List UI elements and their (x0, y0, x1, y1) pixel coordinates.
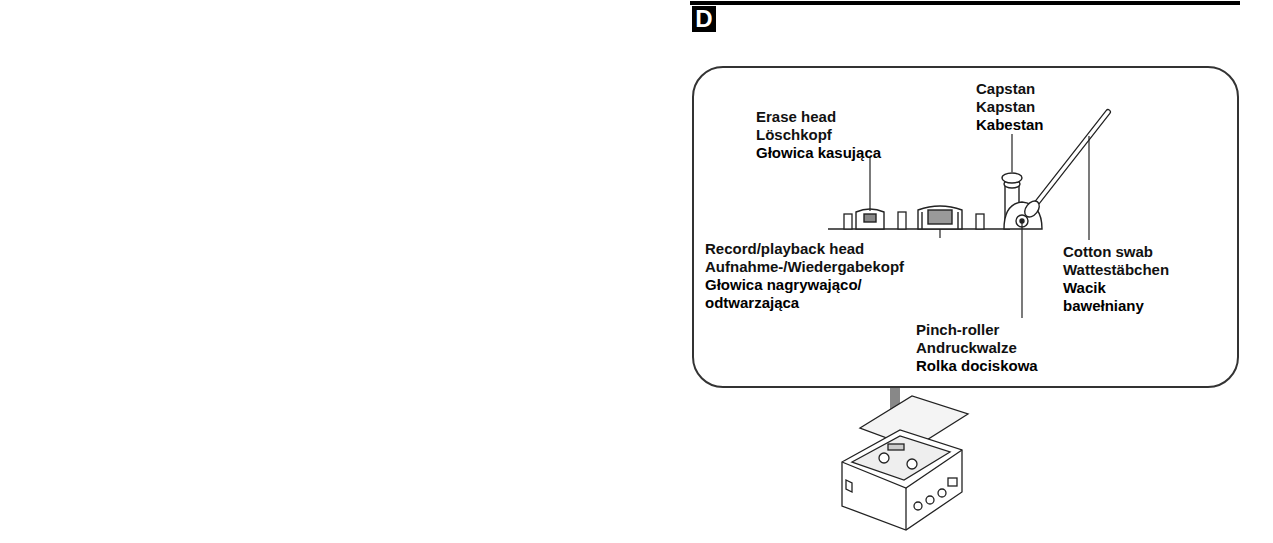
part-name: Głowica nagrywająco/ odtwarzająca (705, 276, 905, 312)
part-name: Rolka dociskowa (916, 357, 1038, 375)
top-rule (690, 1, 1240, 5)
detail-frame (693, 67, 1238, 387)
part-name: Pinch-roller (916, 321, 999, 339)
part-name: Cotton swab (1063, 243, 1153, 261)
leader-lines (870, 134, 1089, 318)
part-name: Record/playback head (705, 240, 864, 258)
part-name: Erase head (756, 108, 836, 126)
part-name: Aufnahme-/Wiedergabekopf (705, 258, 904, 276)
part-name: Wattestäbchen (1063, 261, 1169, 279)
erase-head (856, 209, 884, 229)
part-name: Capstan (976, 80, 1035, 98)
record-playback-head (918, 206, 962, 229)
part-name: Wacik bawełniany (1063, 279, 1163, 315)
part-name: Andruckwalze (916, 339, 1017, 357)
part-name: Kabestan (976, 116, 1044, 134)
part-name: Głowica kasująca (756, 144, 881, 162)
section-letter: D (692, 6, 716, 32)
part-name: Löschkopf (756, 126, 832, 144)
part-name: Kapstan (976, 98, 1035, 116)
cassette-player (842, 396, 968, 530)
